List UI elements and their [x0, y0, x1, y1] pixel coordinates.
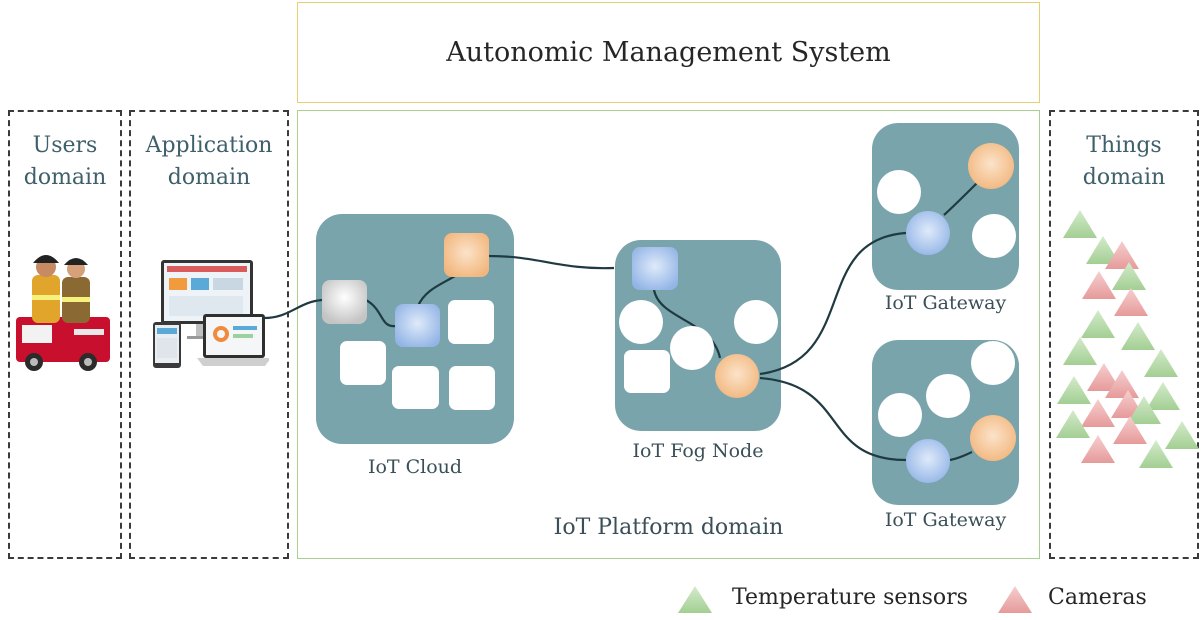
camera-triangle [1114, 288, 1148, 316]
temperature-sensor-triangle [1127, 396, 1161, 424]
fog-white-circle-1 [619, 300, 663, 344]
camera-triangle [1081, 435, 1115, 463]
legend-camera-icon [998, 586, 1032, 613]
autonomic-management-system-box: Autonomic Management System [297, 2, 1040, 103]
platform-domain-label: IoT Platform domain [553, 515, 784, 540]
things-sensors [1056, 210, 1199, 468]
cloud-white-square-2 [340, 341, 386, 385]
fog-orange-circle [715, 354, 759, 398]
application-title-line1: Application [145, 133, 273, 158]
temperature-sensor-triangle [1165, 421, 1199, 449]
link-fog-to-gateway-bottom [759, 376, 907, 462]
temperature-sensor-triangle [1121, 322, 1155, 350]
gw-bottom-white-circle-1 [971, 341, 1015, 385]
legend-camera-label: Cameras [1048, 585, 1147, 610]
temperature-sensor-triangle [1146, 382, 1180, 410]
camera-triangle [1082, 271, 1116, 299]
users-domain-title: Users domain [10, 130, 120, 194]
cloud-white-square-1 [448, 300, 494, 344]
cloud-blue-square [395, 304, 440, 347]
ams-title: Autonomic Management System [446, 37, 891, 68]
temperature-sensor-triangle [1056, 410, 1090, 438]
cloud-white-square-3 [392, 366, 439, 409]
link-cloud-blue-to-orange [416, 275, 456, 307]
application-title-line2: domain [167, 165, 251, 190]
camera-triangle [1081, 399, 1115, 427]
camera-triangle [1087, 363, 1121, 391]
link-gateway-top-blue-to-orange [943, 181, 979, 216]
firefighters-image [16, 255, 110, 371]
temperature-sensor-triangle [1063, 210, 1097, 238]
gw-bottom-orange-circle [970, 415, 1016, 461]
legend-temperature-icon [678, 586, 712, 613]
gw-bottom-white-circle-3 [878, 393, 922, 437]
cloud-white-square-4 [449, 366, 495, 410]
things-title-line2: domain [1082, 165, 1166, 190]
iot-platform-domain-box: IoT Platform domain [297, 110, 1040, 559]
camera-triangle [1113, 416, 1147, 444]
users-title-line1: Users [32, 133, 98, 158]
link-fog-to-gateway-top [759, 231, 907, 376]
link-cloud-to-fog [488, 254, 615, 270]
camera-triangle [1105, 370, 1139, 398]
temperature-sensor-triangle [1063, 337, 1097, 365]
cloud-orange-square [444, 233, 489, 277]
things-title-line1: Things [1086, 133, 1162, 158]
application-domain-box: Application domain [129, 110, 289, 559]
users-domain-box: Users domain [8, 110, 122, 559]
users-title-line2: domain [23, 165, 107, 190]
temperature-sensor-triangle [1086, 236, 1120, 264]
iot-cloud-label: IoT Cloud [367, 456, 463, 478]
link-gateway-bottom-blue-to-orange [949, 450, 973, 462]
temperature-sensor-triangle [1139, 440, 1173, 468]
link-cloud-grey-to-blue [365, 299, 397, 328]
gw-top-orange-circle [968, 143, 1014, 189]
temperature-sensor-triangle [1112, 262, 1146, 290]
link-app-to-cloud [263, 298, 323, 320]
camera-triangle [1105, 241, 1139, 269]
iot-gateway-top-label: IoT Gateway [884, 292, 1007, 314]
temperature-sensor-triangle [1057, 376, 1091, 404]
application-domain-title: Application domain [131, 130, 287, 194]
link-fog-blue-to-orange [652, 289, 722, 359]
gw-top-blue-circle [906, 211, 950, 255]
gw-bottom-white-circle-2 [926, 374, 970, 418]
gw-bottom-blue-circle [906, 439, 950, 483]
fog-white-square [624, 350, 670, 393]
gw-top-white-circle-1 [877, 170, 921, 214]
legend-temperature-label: Temperature sensors [732, 585, 968, 610]
temperature-sensor-triangle [1081, 310, 1115, 338]
iot-gateway-bottom-label: IoT Gateway [884, 509, 1007, 531]
temperature-sensor-triangle [1144, 349, 1178, 377]
iot-fog-node-label: IoT Fog Node [632, 440, 764, 462]
fog-white-circle-2 [670, 326, 714, 370]
cloud-grey-square [322, 280, 367, 324]
fog-blue-square [632, 247, 678, 290]
fog-white-circle-3 [734, 300, 778, 344]
connection-lines [263, 181, 979, 462]
things-domain-box: Things domain [1049, 110, 1199, 559]
things-domain-title: Things domain [1051, 130, 1197, 194]
devices-image [153, 260, 269, 368]
gw-top-white-circle-2 [972, 214, 1016, 258]
